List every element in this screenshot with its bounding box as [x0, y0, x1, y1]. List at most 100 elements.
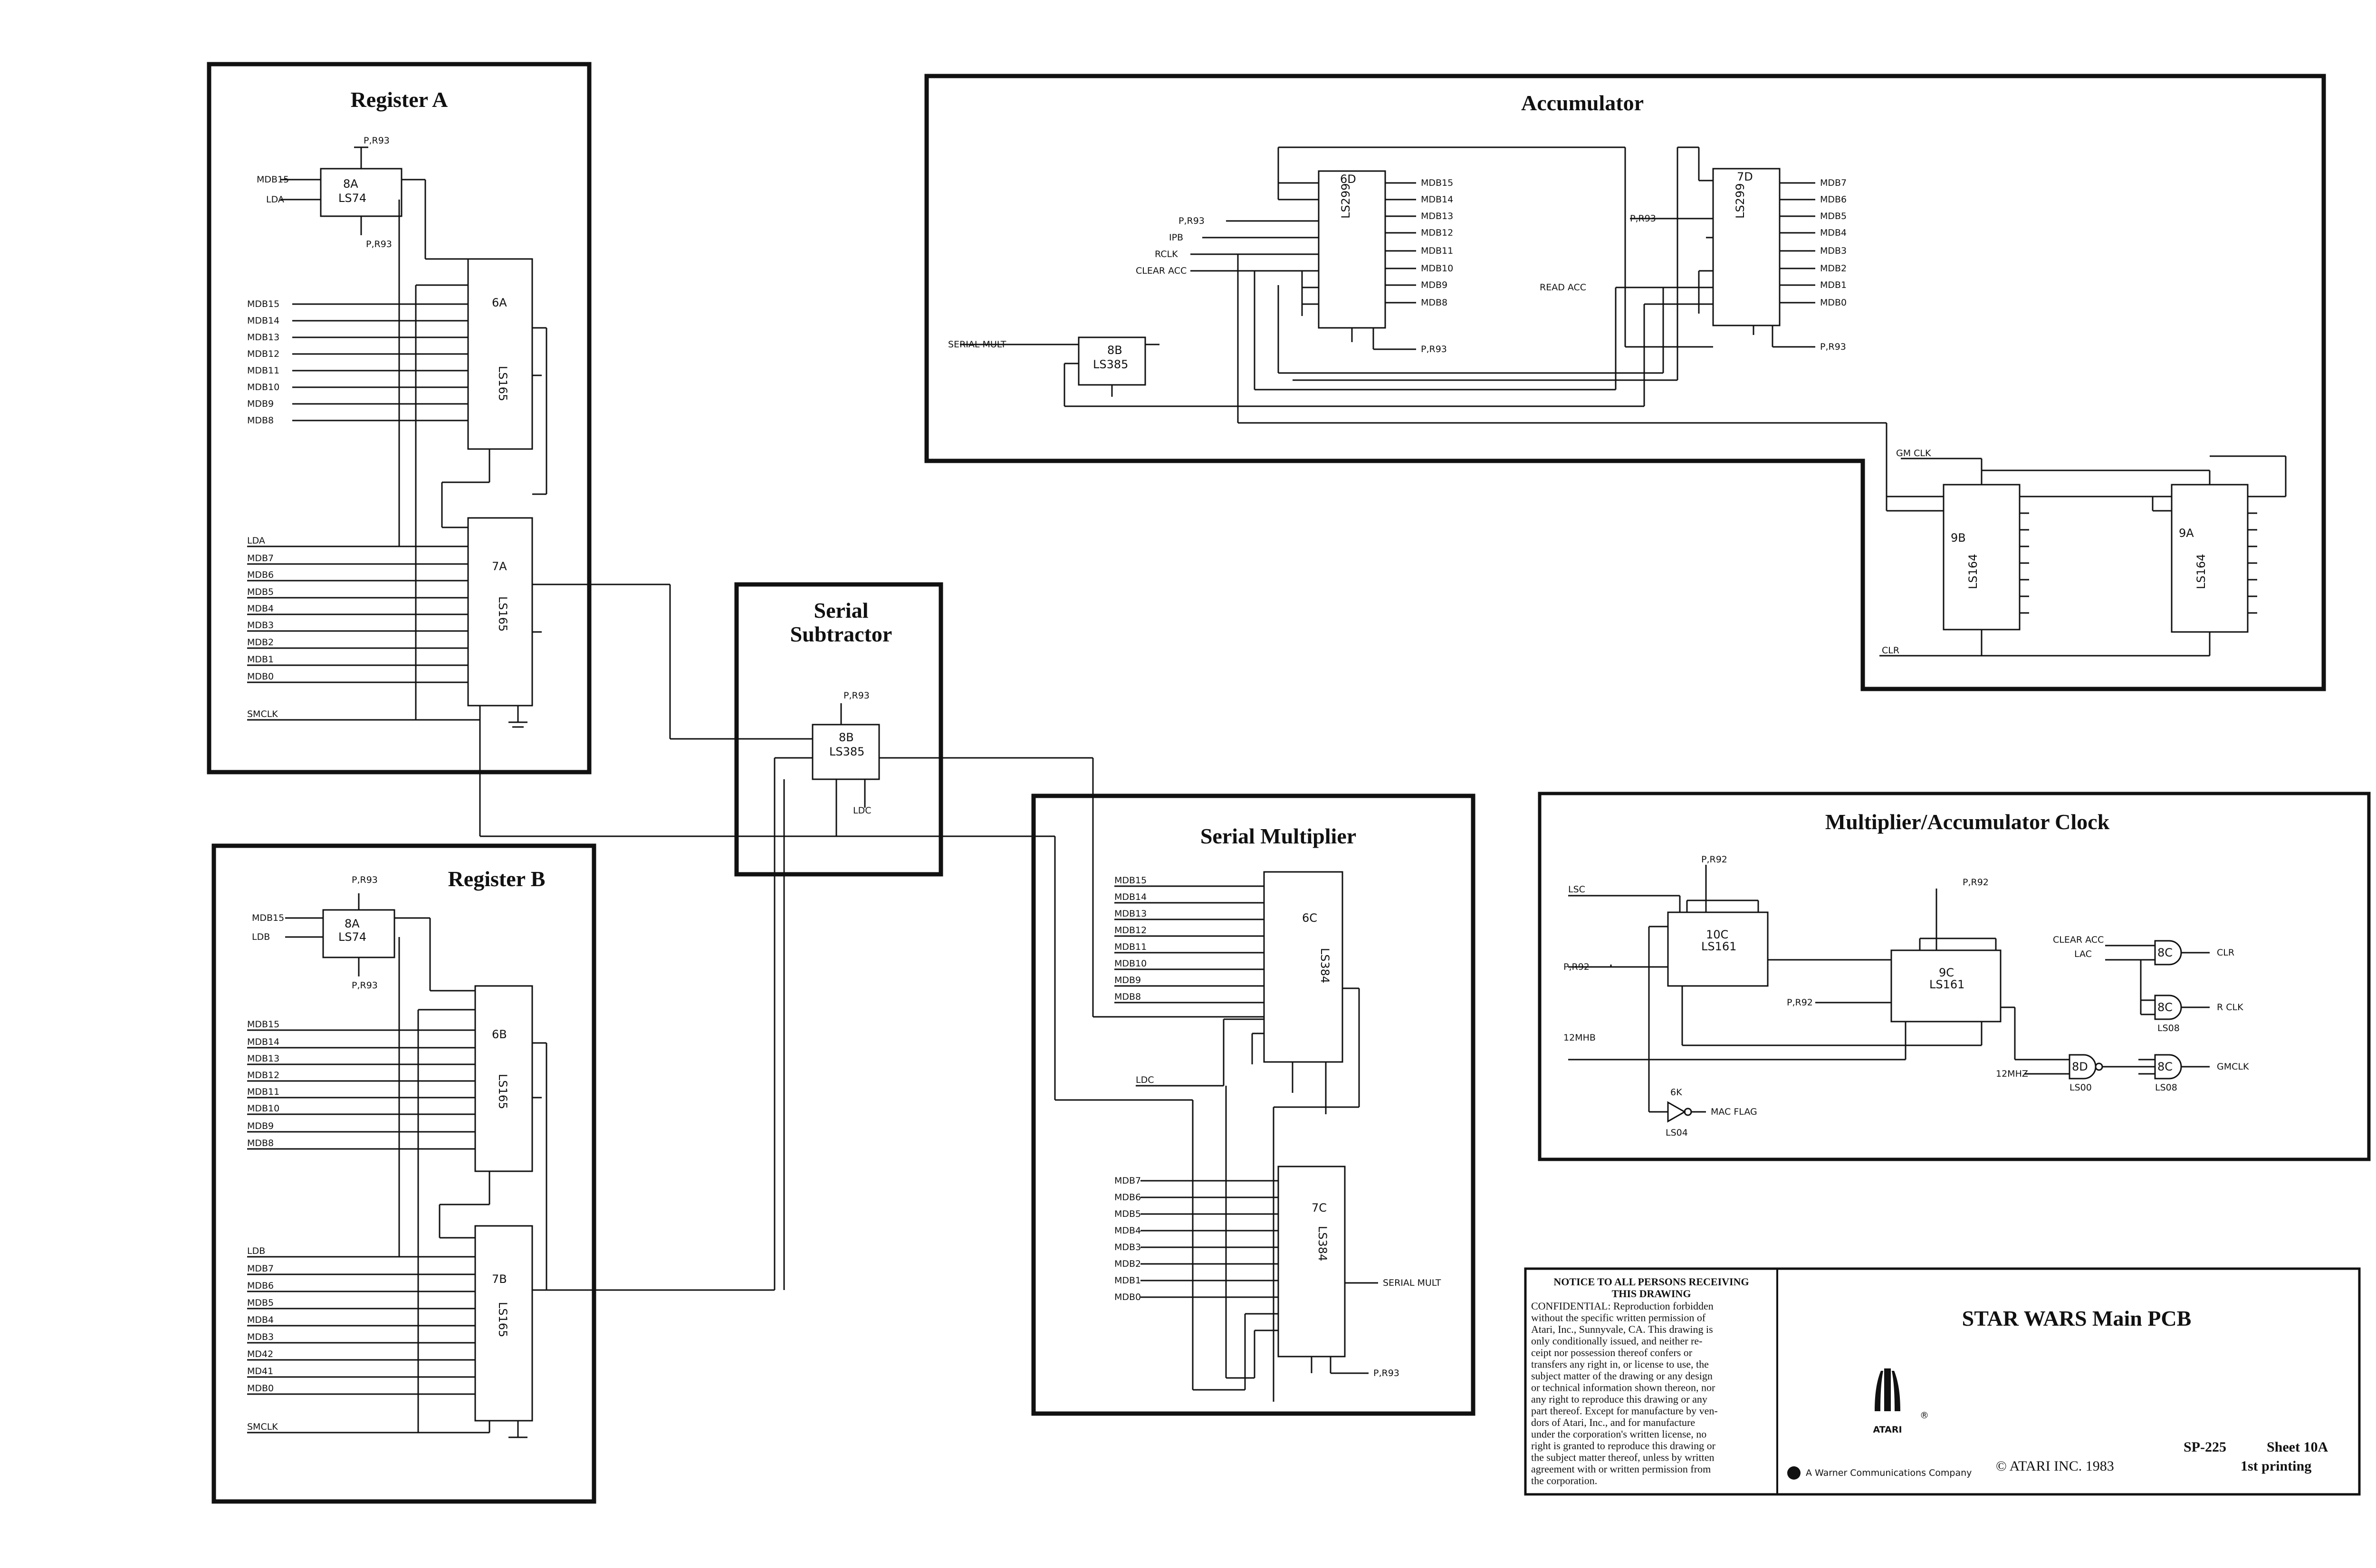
acc-6d-out-7: MDB8	[1421, 297, 1447, 308]
mult-7c-in-2: MDB5	[1114, 1209, 1141, 1219]
shift-register-9a	[2171, 484, 2249, 633]
reg-b-7b-in-1: MDB7	[247, 1263, 274, 1274]
reg-a-6a-in-0: MDB15	[247, 299, 279, 309]
mac-gate2-part: 8C	[2157, 1001, 2173, 1014]
reg-b-7b-in-2: MDB6	[247, 1281, 274, 1291]
mult-out: SERIAL MULT	[1383, 1278, 1441, 1288]
title-block-frame	[1524, 1267, 2361, 1496]
shift-clr: CLR	[1882, 645, 1899, 656]
mac-gate2-out: R CLK	[2217, 1002, 2243, 1013]
notice-line: agreement with or written permission fro…	[1531, 1463, 1711, 1475]
subtractor-8b	[812, 724, 880, 780]
notice-line: Atari, Inc., Sunnyvale, CA. This drawing…	[1531, 1323, 1713, 1335]
reg-b-6b-part: 6B	[492, 1028, 507, 1041]
acc-7d-out-1: MDB6	[1820, 194, 1847, 205]
and-gate-8c-bottom	[2154, 1054, 2182, 1080]
register-7d	[1712, 168, 1781, 326]
reg-a-ff-d: MDB15	[257, 174, 289, 185]
mac-in-0: P,R92	[1563, 962, 1590, 972]
printing: 1st printing	[2241, 1458, 2311, 1474]
mult-6c-in-7: MDB8	[1114, 992, 1141, 1002]
notice-line: any right to reproduce this drawing or a…	[1531, 1393, 1707, 1405]
sheet-id: SP-225	[2184, 1439, 2226, 1455]
register-a-frame	[207, 62, 592, 774]
serial-subtractor-frame	[734, 582, 943, 877]
notice-line: only conditionally issued, and neither r…	[1531, 1335, 1702, 1347]
reg-a-6a-in-2: MDB13	[247, 332, 279, 343]
notice-line: subject matter of the drawing or any des…	[1531, 1370, 1713, 1382]
shift-register-6b	[474, 985, 533, 1172]
mac-ctr2-part: 9C	[1939, 966, 1954, 979]
mac-gate3-type: LS00	[2069, 1082, 2092, 1093]
mult-7c-in-4: MDB3	[1114, 1242, 1141, 1252]
mac-gate4-part: 8C	[2157, 1060, 2173, 1073]
mac-ctr1-pwr: P,R92	[1701, 854, 1727, 865]
multiplier-6c	[1263, 871, 1343, 1063]
acc-6d-in-1: IPB	[1169, 232, 1183, 243]
shift-register-9b	[1943, 484, 2021, 631]
shift-register-7b	[474, 1225, 533, 1422]
subtractor-pwr: P,R93	[843, 690, 870, 701]
reg-a-ff-part: 8A	[343, 177, 358, 191]
mac-ctr1-in: LSC	[1568, 884, 1585, 895]
reg-b-ff-type: LS74	[338, 930, 366, 944]
reg-b-6b-type: LS165	[496, 1074, 509, 1109]
acc-7d-part: 7D	[1737, 170, 1753, 183]
acc-7d-out-2: MDB5	[1820, 211, 1847, 221]
reg-b-6b-in-0: MDB15	[247, 1019, 279, 1030]
mult-6c-in-3: MDB12	[1114, 925, 1147, 936]
reg-a-6a-in-4: MDB11	[247, 365, 279, 376]
reg-b-ff-d: MDB15	[252, 913, 284, 923]
acc-7d-out-7: MDB0	[1820, 297, 1847, 308]
atari-tagline: A Warner Communications Company	[1806, 1468, 1972, 1478]
reg-b-6b-in-7: MDB8	[247, 1138, 274, 1148]
mult-7c-in-5: MDB2	[1114, 1259, 1141, 1269]
register-b-frame	[211, 843, 596, 1504]
mac-clock-frame	[1538, 792, 2371, 1161]
mult-6c-in-4: MDB11	[1114, 942, 1147, 952]
reg-a-7a-part: 7A	[492, 560, 507, 573]
acc-6d-pwr: P,R93	[1421, 344, 1447, 354]
atari-logo-icon	[1875, 1368, 1900, 1411]
multiplier-7c	[1277, 1166, 1346, 1358]
notice-line: part thereof. Except for manufacture by …	[1531, 1405, 1718, 1417]
notice-line: under the corporation's written license,…	[1531, 1428, 1706, 1440]
reg-a-6a-in-7: MDB8	[247, 415, 274, 426]
shift-9a-type: LS164	[2194, 554, 2208, 589]
acc-7d-out-4: MDB3	[1820, 246, 1847, 256]
reg-a-ff-type: LS74	[338, 191, 366, 205]
accumulator-frame	[924, 74, 2326, 691]
reg-a-6a-type: LS165	[496, 366, 509, 401]
board-title: STAR WARS Main PCB	[1962, 1306, 2192, 1330]
acc-6d-out-5: MDB10	[1421, 263, 1453, 274]
reg-b-6b-in-6: MDB9	[247, 1121, 274, 1131]
acc-7d-out-6: MDB1	[1820, 280, 1847, 290]
reg-a-ff-pwr: P,R93	[364, 135, 390, 146]
mac-gate1-in-1: LAC	[2074, 949, 2092, 959]
acc-6d-out-4: MDB11	[1421, 246, 1453, 256]
reg-b-7b-in-4: MDB4	[247, 1315, 274, 1325]
notice-heading-2: THIS DRAWING	[1612, 1288, 1691, 1300]
notice-body: CONFIDENTIAL: Reproduction forbiddenwith…	[1531, 1300, 1718, 1487]
acc-6d-out-6: MDB9	[1421, 280, 1447, 290]
shift-register-7a	[467, 517, 533, 707]
reg-b-7b-type: LS165	[496, 1302, 509, 1337]
mult-7c-in-6: MDB1	[1114, 1275, 1141, 1286]
shift-9b-type: LS164	[1966, 554, 1980, 589]
mult-7c-in-0: MDB7	[1114, 1176, 1141, 1186]
mac-in-1: 12MHB	[1563, 1033, 1596, 1043]
mult-7c-in-3: MDB4	[1114, 1225, 1141, 1236]
mac-gate3-in: 12MHZ	[1996, 1069, 2028, 1079]
mult-6c-in-2: MDB13	[1114, 908, 1147, 919]
mac-inv-part: 6K	[1670, 1087, 1682, 1098]
mac-ctr1-type: LS161	[1701, 940, 1736, 953]
warner-logo-icon	[1787, 1466, 1801, 1480]
mac-gate2-type: LS08	[2157, 1023, 2180, 1033]
notice-line: or technical information shown thereon, …	[1531, 1382, 1715, 1394]
acc-6d-out-0: MDB15	[1421, 178, 1453, 188]
register-a-title: Register A	[351, 87, 448, 112]
copyright: © ATARI INC. 1983	[1996, 1458, 2114, 1474]
reg-b-6b-in-5: MDB10	[247, 1103, 279, 1114]
reg-b-7b-part: 7B	[492, 1272, 507, 1286]
reg-b-6b-in-4: MDB11	[247, 1087, 279, 1097]
